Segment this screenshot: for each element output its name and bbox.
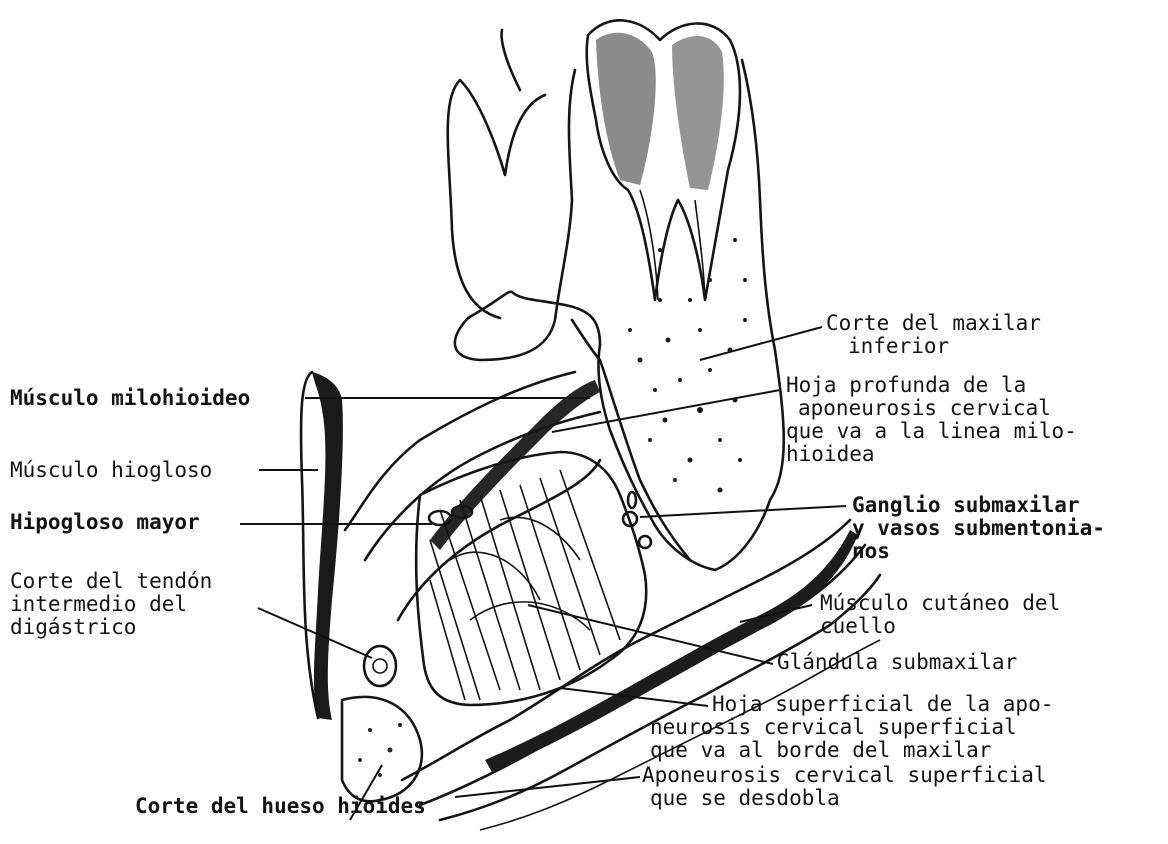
label-glandula: Glándula submaxilar [777, 650, 1017, 674]
submandibular-gland [416, 452, 646, 705]
leader-ganglio [640, 506, 846, 517]
molar-tooth [587, 20, 740, 300]
hyoid-bone [342, 697, 422, 801]
label-corte-maxilar: Corte del maxilar inferior [826, 311, 1054, 358]
label-corte-tendon: Corte del tendón intermedio del digástri… [10, 569, 225, 639]
label-aponeurosis: Aponeurosis cervical superficial que se … [642, 763, 1059, 810]
hyoglossus-muscle-band [312, 372, 343, 720]
tongue-outline [448, 80, 545, 318]
label-hoja-superficial: Hoja superficial de la apo- neurosis cer… [650, 692, 1066, 762]
label-musculo-milohioideo: Músculo milohioideo [10, 386, 250, 410]
label-hueso-hioides: Corte del hueso hioides [135, 794, 426, 818]
label-ganglio: Ganglio submaxilar y vasos submentonia- … [852, 493, 1118, 563]
mylohyoid-muscle-band [430, 380, 600, 550]
label-hoja-profunda: Hoja profunda de la aponeurosis cervical… [786, 373, 1089, 466]
leader-corte-maxilar [700, 327, 822, 360]
labels: Corte del maxilar inferior Hoja profunda… [10, 311, 1118, 818]
label-hipogloso-mayor: Hipogloso mayor [10, 510, 200, 534]
digastric-tendon [364, 646, 396, 686]
label-musculo-cutaneo: Músculo cutáneo del cuello [820, 591, 1073, 638]
label-musculo-hiogloso: Músculo hiogloso [10, 458, 212, 482]
